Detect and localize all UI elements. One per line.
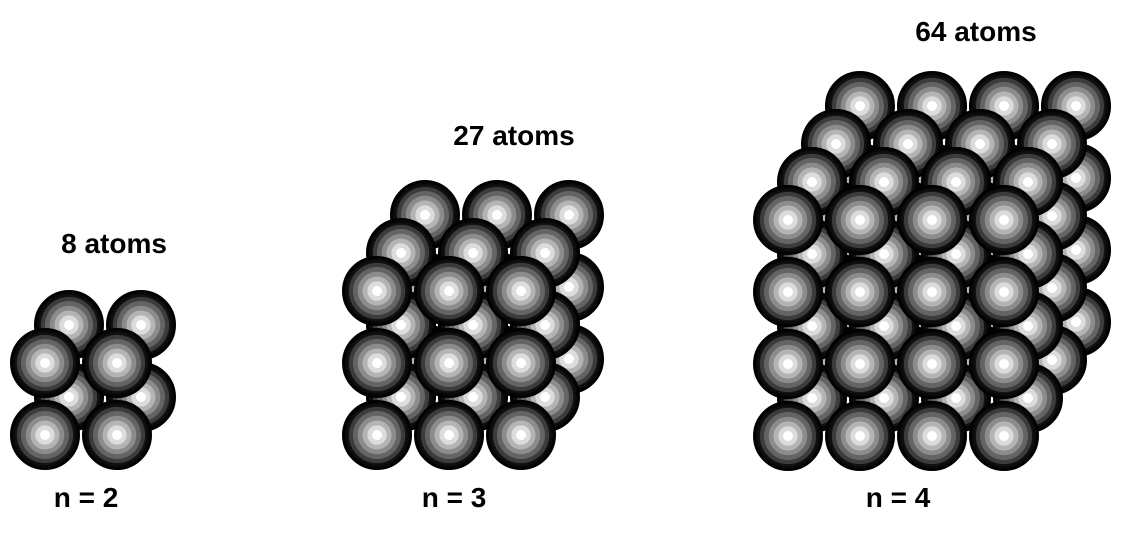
atom-sphere <box>342 400 412 470</box>
atom-sphere <box>969 257 1039 327</box>
atom-sphere <box>969 401 1039 471</box>
atom-sphere <box>897 185 967 255</box>
n-label-3: n = 3 <box>421 482 487 513</box>
atom-count-label-27: 27 atoms <box>453 120 575 151</box>
atom-sphere <box>10 328 80 398</box>
atom-sphere <box>486 328 556 398</box>
atom-sphere <box>969 329 1039 399</box>
atom-count-label-8: 8 atoms <box>61 228 167 259</box>
atom-sphere <box>414 256 484 326</box>
n-label-4: n = 4 <box>865 482 931 513</box>
atom-sphere <box>897 257 967 327</box>
atom-sphere <box>82 400 152 470</box>
cluster-n4 <box>753 71 1111 471</box>
atom-sphere <box>486 256 556 326</box>
atom-sphere <box>825 401 895 471</box>
atom-sphere <box>753 401 823 471</box>
atom-sphere <box>825 329 895 399</box>
atom-sphere <box>82 328 152 398</box>
atom-sphere <box>753 257 823 327</box>
atom-sphere <box>486 400 556 470</box>
atom-sphere <box>825 257 895 327</box>
n-label-2: n = 2 <box>53 482 119 513</box>
atom-sphere <box>10 400 80 470</box>
atom-sphere <box>753 185 823 255</box>
cluster-n3 <box>342 180 604 470</box>
atom-sphere <box>897 329 967 399</box>
atom-sphere <box>342 256 412 326</box>
atom-sphere <box>969 185 1039 255</box>
atom-sphere <box>897 401 967 471</box>
atom-sphere <box>753 329 823 399</box>
atom-sphere <box>414 400 484 470</box>
atom-sphere <box>825 185 895 255</box>
atom-count-label-64: 64 atoms <box>915 16 1037 47</box>
atom-sphere <box>414 328 484 398</box>
atom-sphere <box>342 328 412 398</box>
cluster-n2 <box>10 290 176 470</box>
